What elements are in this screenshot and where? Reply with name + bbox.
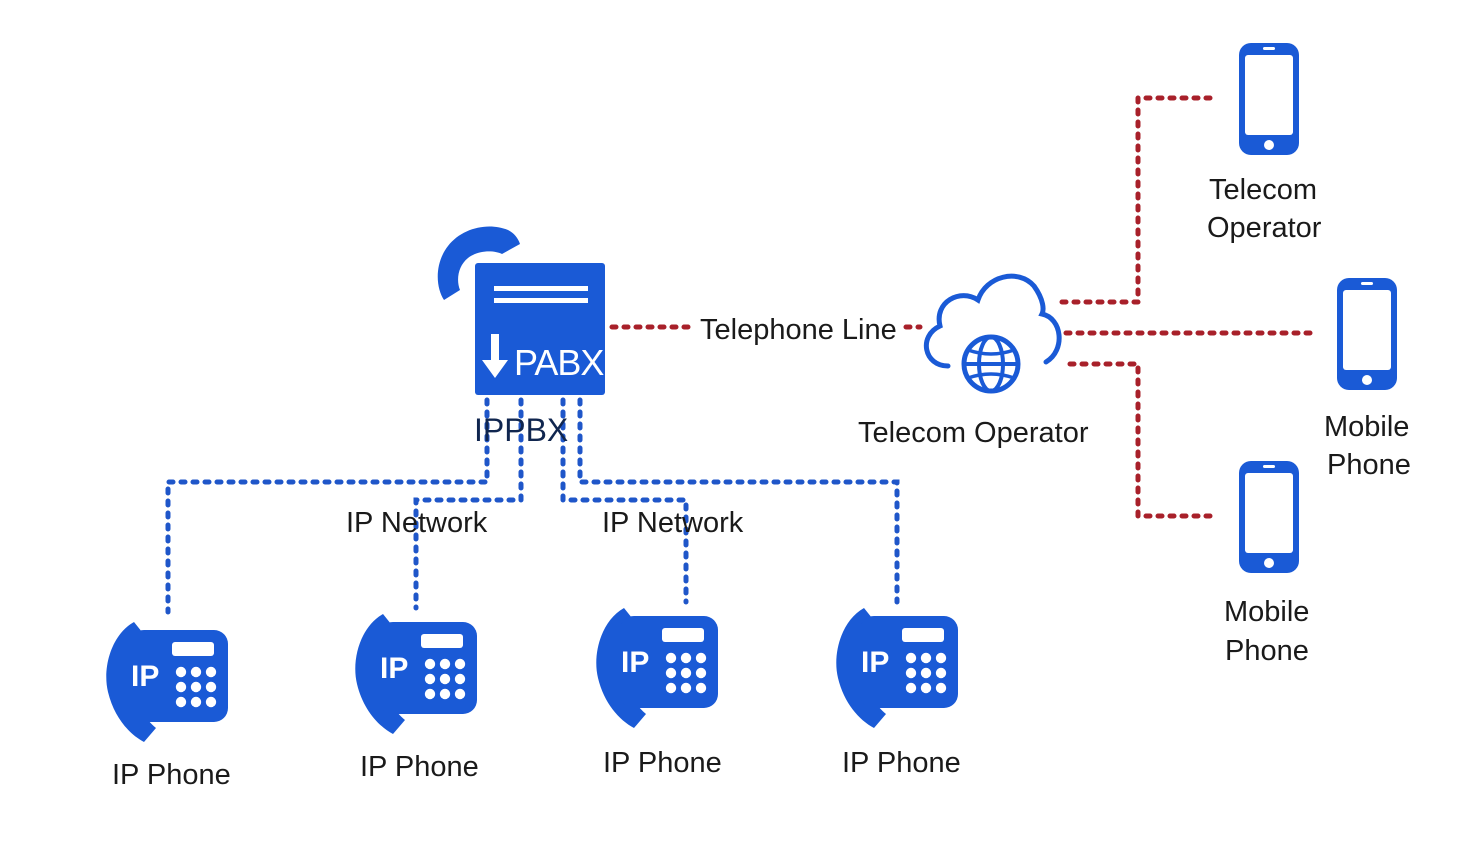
mobile-phone-icon: [1239, 43, 1299, 155]
ip-phone-2: IP: [355, 614, 477, 734]
ip-badge: IP: [131, 660, 159, 693]
mobile-phone-1: [1239, 43, 1299, 155]
pabx-box-text: PABX: [514, 342, 604, 383]
pabx-box: [475, 263, 605, 395]
ip-phone-icon: IP: [596, 608, 718, 728]
mobile-phone-icon: [1239, 461, 1299, 573]
ip-phone-icon: IP: [106, 622, 228, 742]
ip-network-label-right: IP Network: [602, 507, 744, 539]
mobile-label-line2: Phone: [1327, 449, 1411, 481]
ip-network-label-left: IP Network: [346, 507, 488, 539]
telecom-cloud: [923, 273, 1062, 394]
pabx-label: IPPBX: [474, 412, 568, 448]
handset-icon: [437, 226, 520, 300]
ip-network-links: [165, 397, 900, 615]
link-pabx-phone-3: [560, 397, 689, 605]
cloud-label: Telecom Operator: [858, 417, 1089, 449]
ip-badge: IP: [621, 646, 649, 679]
mobile-label-line1: Mobile: [1324, 411, 1409, 443]
globe-icon: [961, 334, 1021, 394]
mobile-label-line2: Phone: [1225, 635, 1309, 667]
ip-phone-4: IP: [836, 608, 958, 728]
ip-phone-label: IP Phone: [603, 747, 722, 779]
mobile-phone-2: [1337, 278, 1397, 390]
ip-phone-label: IP Phone: [842, 747, 961, 779]
ip-badge: IP: [861, 646, 889, 679]
ip-phone-icon: IP: [355, 614, 477, 734]
down-arrow-icon: [482, 334, 508, 378]
link-pabx-phone-2: [413, 397, 524, 611]
mobile-label-line2: Operator: [1207, 212, 1322, 244]
cloud-icon: [923, 273, 1062, 369]
ip-phone-icon: IP: [836, 608, 958, 728]
pabx-device: PABX: [437, 226, 605, 395]
mobile-phone-3: [1239, 461, 1299, 573]
ip-badge: IP: [380, 652, 408, 685]
mobile-label-line1: Mobile: [1224, 596, 1309, 628]
ip-phone-1: IP: [106, 622, 228, 742]
link-cloud-mobile-1: [1059, 95, 1215, 305]
link-cloud-mobile-3: [1067, 361, 1215, 519]
ip-phone-label: IP Phone: [360, 751, 479, 783]
ip-phone-label: IP Phone: [112, 759, 231, 791]
ip-phone-3: IP: [596, 608, 718, 728]
link-pabx-phone-1: [165, 397, 490, 615]
link-pabx-phone-4: [577, 397, 900, 605]
telecom-links: [609, 95, 1313, 519]
mobile-phone-icon: [1337, 278, 1397, 390]
mobile-label-line1: Telecom: [1209, 174, 1317, 206]
telephone-line-label: Telephone Line: [700, 314, 897, 346]
